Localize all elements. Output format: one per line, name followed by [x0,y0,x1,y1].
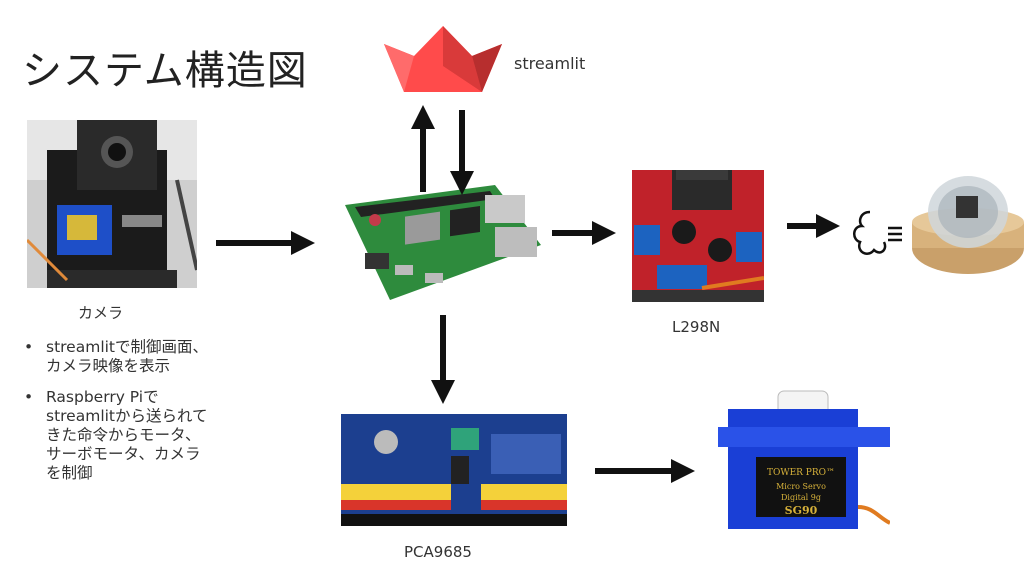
servo-model-print: SG90 [785,504,818,517]
servo-brand-print: TOWER PRO™ [767,468,835,478]
raspberry-pi-image [345,185,541,300]
fan-device-image [912,176,1024,274]
list-item: Raspberry Piで streamlitから送られて きた命令からモータ、… [22,388,252,483]
streamlit-logo [384,26,502,92]
list-item: streamlitで制御画面、 カメラ映像を表示 [22,338,252,376]
pca9685-image [341,414,567,526]
sg90-servo-image: TOWER PRO™ Micro Servo Digital 9g SG90 [718,390,890,529]
servo-line2-print: Digital 9g [781,493,821,502]
streamlit-label: streamlit [514,54,586,73]
servo-line1-print: Micro Servo [776,482,826,491]
wind-icon [853,210,902,255]
camera-label: カメラ [78,304,124,322]
l298n-image [632,170,764,302]
page-title: システム構造図 [22,48,308,94]
camera-image [27,120,197,288]
pca9685-label: PCA9685 [404,543,472,561]
description-list: streamlitで制御画面、 カメラ映像を表示 Raspberry Piで s… [22,338,252,495]
l298n-label: L298N [672,318,721,336]
